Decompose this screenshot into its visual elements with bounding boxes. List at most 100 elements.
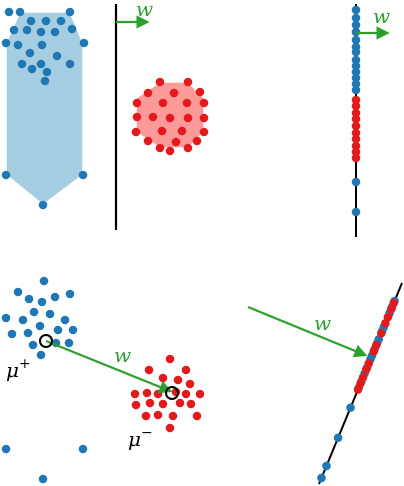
blue-projected-point [351,13,361,23]
blue-projected-point [351,73,361,83]
blue-point [1,170,11,180]
red-point [132,112,142,122]
red-point [144,365,154,375]
blue-point [38,474,48,484]
red-point [192,136,202,146]
blue-point [50,27,60,37]
blue-class-hull [5,11,84,206]
red-point [182,98,192,108]
mu-minus-label: μ− [128,425,153,451]
blue-point [36,59,46,69]
red-projected-point [351,108,361,118]
red-projected-point [386,304,396,314]
mu-plus-marker [39,334,53,348]
blue-projected-point [351,79,361,89]
blue-point [1,313,11,323]
red-point [195,87,205,97]
blue-point [67,24,77,34]
red-point [155,77,165,87]
red-point [183,113,193,123]
blue-point [60,315,70,325]
red-point [199,127,209,137]
panel-bottom-left: w μ+ μ− [1,276,205,484]
blue-point [13,40,23,50]
red-projected-point [351,121,361,131]
w-label: w [314,311,331,335]
red-point [192,411,202,421]
blue-point [29,307,39,317]
blue-projected-point [351,35,361,45]
red-projected-point [351,147,361,157]
blue-point [50,292,60,302]
red-points-group [131,77,209,156]
blue-projected-point [317,473,326,483]
blue-point [26,16,36,26]
red-point [158,373,168,383]
red-projected-point [376,328,386,338]
blue-point [65,289,75,299]
red-point [131,127,141,137]
blue-projected-point [351,85,361,95]
blue-point [35,321,45,331]
w-vector-arrow [247,305,368,358]
blue-point [64,338,74,348]
blue-point [13,287,23,297]
red-point [141,411,151,421]
blue-point [24,294,34,304]
red-point [185,379,195,389]
blue-projected-point [333,433,343,443]
red-point [199,98,209,108]
blue-projected-point [351,5,361,15]
blue-point [40,76,50,86]
blue-point [52,51,62,61]
red-point [132,98,142,108]
red-point [181,389,191,399]
blue-projected-point [351,61,361,71]
blue-point [15,7,25,17]
blue-point [39,276,49,286]
red-point [171,137,181,147]
red-point [131,400,141,410]
blue-point [41,16,51,26]
red-point [153,389,163,399]
red-point [165,146,175,156]
red-projected-point [351,141,361,151]
blue-projected-point [351,67,361,77]
blue-point [37,40,47,50]
red-point [143,136,153,146]
mu-minus-marker [165,386,179,400]
blue-point [45,309,55,319]
blue-point [53,325,63,335]
red-points-group [130,354,205,433]
red-point [186,399,196,409]
red-point [181,365,191,375]
blue-point [36,27,46,37]
blue-points-group [1,7,89,210]
red-projected-point [351,153,361,163]
red-point [158,98,168,108]
blue-point [1,38,11,48]
blue-point [23,328,33,338]
blue-point [1,444,11,454]
red-point [155,143,165,153]
blue-point [56,16,66,26]
red-projected-point [362,365,371,374]
blue-point [42,67,52,77]
w-vector-arrow [45,339,173,394]
red-point [173,375,183,385]
red-point [165,354,175,364]
red-point [143,88,153,98]
blue-point [28,340,38,350]
blue-point [7,329,17,339]
red-projected-point [369,347,379,356]
red-point [195,389,205,399]
blue-projected-point [351,207,361,217]
blue-point [78,170,88,180]
blue-projected-point [351,20,361,30]
red-point [153,410,163,420]
blue-point [38,200,48,210]
red-projected-point [351,95,361,105]
w-label: w [114,343,131,367]
